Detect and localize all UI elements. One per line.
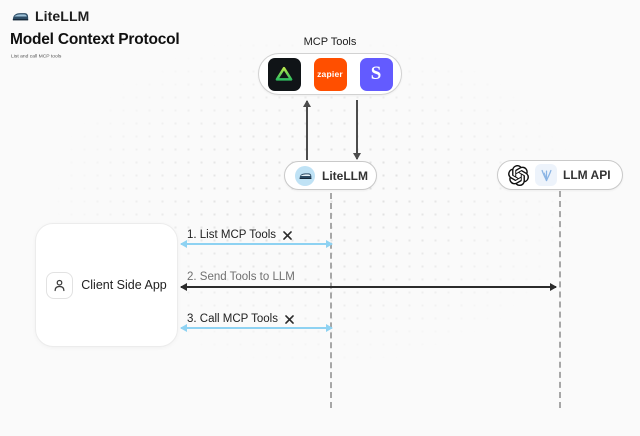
zapier-wordmark: zapier xyxy=(317,69,343,79)
stripe-icon: S xyxy=(359,57,393,91)
message-3-text: 3. Call MCP Tools xyxy=(187,313,278,325)
litellm-train-icon xyxy=(12,10,29,23)
message-2-text: 2. Send Tools to LLM xyxy=(187,271,295,283)
arrow-mcp-to-litellm xyxy=(352,100,361,160)
node-llm-api: LLM API xyxy=(497,160,623,190)
person-icon xyxy=(46,271,74,299)
arrow-send-tools-to-llm xyxy=(180,283,557,291)
lifeline-litellm xyxy=(330,193,332,408)
node-litellm-label: LiteLLM xyxy=(322,168,368,183)
page-title: Model Context Protocol xyxy=(10,31,180,48)
arrow-litellm-to-mcp xyxy=(302,100,311,160)
message-1-text: 1. List MCP Tools xyxy=(187,229,277,241)
zapier-icon: zapier xyxy=(313,57,347,91)
message-3-label: 3. Call MCP Tools xyxy=(187,313,295,325)
hammer-wrench-icon xyxy=(282,230,293,241)
message-1-label: 1. List MCP Tools xyxy=(187,229,293,241)
brand-label: LiteLLM xyxy=(35,8,90,24)
arrow-list-mcp-tools xyxy=(180,240,333,248)
arrow-call-mcp-tools xyxy=(180,324,333,332)
blue-llm-icon xyxy=(535,164,557,186)
mcp-tools-label: MCP Tools xyxy=(303,36,357,48)
green-triangle-tool-icon xyxy=(267,57,301,91)
node-client-side-app: Client Side App xyxy=(35,223,178,347)
page-subtitle: List and call MCP tools xyxy=(11,53,62,59)
node-client-label: Client Side App xyxy=(81,278,167,292)
litellm-train-icon xyxy=(295,165,315,186)
lifeline-llm-api xyxy=(559,191,561,408)
brand: LiteLLM xyxy=(12,8,89,24)
message-2-label: 2. Send Tools to LLM xyxy=(187,271,295,283)
hammer-wrench-icon xyxy=(284,314,295,325)
node-llm-api-label: LLM API xyxy=(563,168,611,182)
mcp-tools-box: zapier S xyxy=(258,53,402,95)
node-litellm: LiteLLM xyxy=(284,161,377,190)
stripe-letter: S xyxy=(370,63,382,84)
openai-icon xyxy=(508,164,529,186)
